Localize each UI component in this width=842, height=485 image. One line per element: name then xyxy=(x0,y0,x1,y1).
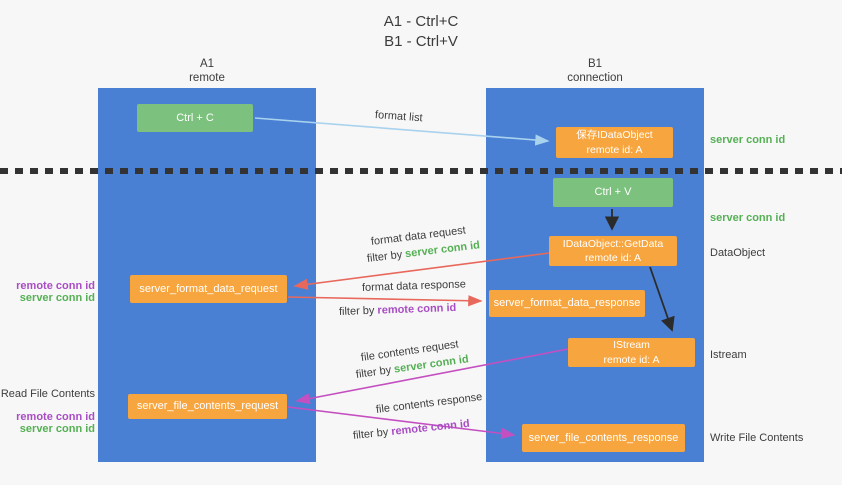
server-conn-id-top-text: server conn id xyxy=(710,134,786,146)
lane-a1-name: A1 xyxy=(199,58,215,70)
remote-conn-id-2-text: remote conn id xyxy=(16,411,95,423)
title-line-a1: A1 - Ctrl+C xyxy=(383,13,459,30)
node-ctrl-c: Ctrl + C xyxy=(137,104,253,132)
node-file-request-label: server_file_contents_request xyxy=(136,400,279,413)
node-save-idataobject-line2: remote id: A xyxy=(586,143,643,156)
node-file-response-label: server_file_contents_response xyxy=(528,431,679,444)
machine-boundary-dashed-line xyxy=(0,168,842,174)
remote-conn-id-1-text: remote conn id xyxy=(16,280,95,292)
node-istream-line1: IStream xyxy=(613,339,650,352)
label-format-list: format list xyxy=(375,109,423,124)
diagram-title: A1 - Ctrl+C B1 - Ctrl+V xyxy=(0,12,842,52)
node-format-response-label: server_format_data_response xyxy=(493,297,641,310)
node-ctrl-v-label: Ctrl + V xyxy=(594,186,632,199)
label-format-list-text: format list xyxy=(374,109,423,125)
server-conn-id-left-1-text: server conn id xyxy=(19,292,95,304)
label-file-contents-response-text: file contents response xyxy=(375,391,483,416)
arrow-format-data-response xyxy=(287,295,483,307)
write-file-contents-text: Write File Contents xyxy=(710,432,804,444)
node-format-request-label: server_format_data_request xyxy=(139,282,278,295)
node-idataobject-getdata: IDataObject::GetData remote id: A xyxy=(549,236,677,266)
filter-prefix-3: filter by xyxy=(355,364,392,381)
filter-prefix-1: filter by xyxy=(366,248,403,265)
label-dataobject: DataObject xyxy=(710,247,765,259)
node-istream-line2: remote id: A xyxy=(603,353,660,366)
label-server-conn-id-left-2: server conn id xyxy=(0,423,95,435)
label-format-data-response: format data response xyxy=(362,278,466,294)
label-server-conn-id-mid-right: server conn id xyxy=(710,212,785,224)
label-remote-conn-id-2: remote conn id xyxy=(0,411,95,423)
label-server-conn-id-left-1: server conn id xyxy=(0,292,95,304)
node-getdata-line2: remote id: A xyxy=(584,252,642,264)
label-write-file-contents: Write File Contents xyxy=(710,432,803,444)
label-remote-conn-id-1: remote conn id xyxy=(0,280,95,292)
node-server-file-contents-request: server_file_contents_request xyxy=(128,394,287,419)
node-save-idataobject: 保存IDataObject remote id: A xyxy=(556,127,673,158)
node-istream: IStream remote id: A xyxy=(568,338,695,367)
node-server-format-data-response: server_format_data_response xyxy=(489,290,645,317)
filter-prefix-4: filter by xyxy=(352,426,389,442)
label-server-conn-id-top-right: server conn id xyxy=(710,134,785,146)
read-file-contents-text: Read File Contents xyxy=(0,388,95,400)
istream-text: Istream xyxy=(710,349,747,361)
node-server-file-contents-response: server_file_contents_response xyxy=(522,424,685,452)
filter-prefix-2: filter by xyxy=(338,304,375,318)
lane-a1-role: remote xyxy=(189,72,225,84)
title-line-b1: B1 - Ctrl+V xyxy=(384,33,458,50)
label-read-file-contents: Read File Contents xyxy=(0,388,95,400)
node-getdata-line1: IDataObject::GetData xyxy=(562,237,664,250)
filter-highlight-remote-conn-id-1: remote conn id xyxy=(377,301,457,317)
filter-highlight-remote-conn-id-2: remote conn id xyxy=(390,417,471,438)
lane-b1-name: B1 xyxy=(587,58,603,70)
dataobject-text: DataObject xyxy=(710,247,766,259)
node-server-format-data-request: server_format_data_request xyxy=(130,275,287,303)
label-istream: Istream xyxy=(710,349,747,361)
lane-header-b1-connection: B1 connection xyxy=(486,57,704,85)
server-conn-id-mid-text: server conn id xyxy=(710,212,786,224)
lane-b1-role: connection xyxy=(567,72,623,84)
node-ctrl-v: Ctrl + V xyxy=(553,178,673,207)
lane-header-a1-remote: A1 remote xyxy=(98,57,316,85)
server-conn-id-left-2-text: server conn id xyxy=(19,423,95,435)
label-format-data-response-text: format data response xyxy=(361,278,467,294)
node-ctrl-c-label: Ctrl + C xyxy=(176,111,214,124)
label-file-contents-response: file contents response xyxy=(375,391,483,416)
node-save-idataobject-line1: 保存IDataObject xyxy=(576,129,653,142)
